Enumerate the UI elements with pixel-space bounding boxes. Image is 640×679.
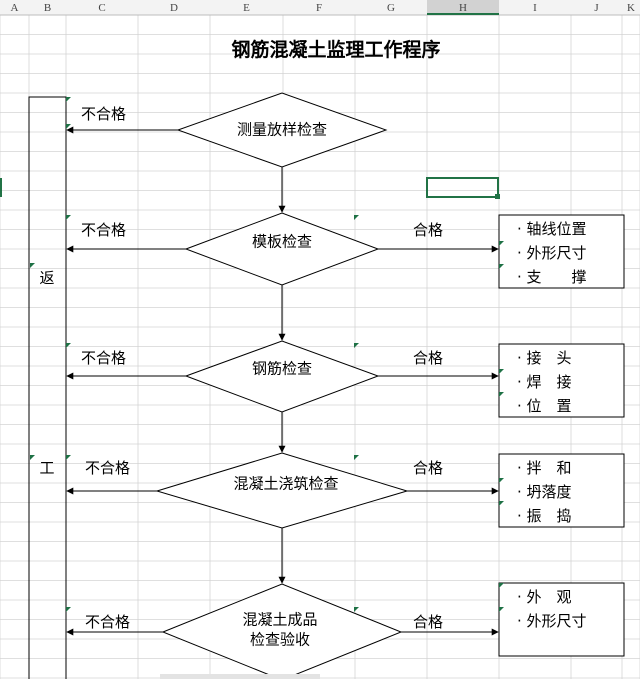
- pass-label-2: 合格: [413, 221, 443, 239]
- check-box-formwork: [498, 214, 625, 289]
- step-rebar-label: 钢筋检查: [252, 360, 312, 378]
- column-header-e[interactable]: E: [243, 2, 250, 14]
- pass-label-4: 合格: [413, 459, 443, 477]
- check-item: · 振 捣: [517, 507, 572, 525]
- fail-label-3: 不合格: [81, 349, 126, 367]
- column-header-f[interactable]: F: [316, 2, 322, 14]
- column-header-h[interactable]: H: [459, 2, 467, 14]
- check-item: · 接 头: [517, 349, 572, 367]
- check-box-finished: [498, 582, 625, 657]
- column-header-selected-underline: [427, 13, 499, 15]
- column-header-k[interactable]: K: [627, 2, 635, 14]
- horizontal-scrollbar[interactable]: [160, 674, 320, 679]
- diamond-measure: [176, 92, 388, 168]
- pass-label-5: 合格: [413, 613, 443, 631]
- return-label-2: 工: [39, 459, 54, 477]
- fail-label-5: 不合格: [85, 613, 130, 631]
- chart-title: 钢筋混凝土监理工作程序: [231, 38, 440, 61]
- check-box-pour: [498, 453, 625, 528]
- pass-label-3: 合格: [413, 349, 443, 367]
- step-finished-label-2: 检查验收: [250, 631, 310, 649]
- fail-label-2: 不合格: [81, 221, 126, 239]
- selection-fill-handle[interactable]: [495, 194, 500, 199]
- check-item: · 外形尺寸: [517, 244, 587, 262]
- row-indicator: [0, 178, 2, 197]
- column-header-g[interactable]: G: [387, 2, 395, 14]
- check-item: · 位 置: [517, 397, 572, 415]
- check-item: · 拌 和: [517, 459, 572, 477]
- step-formwork-label: 模板检查: [252, 233, 312, 251]
- check-item: · 轴线位置: [517, 220, 587, 238]
- step-pour-label: 混凝土浇筑检查: [233, 475, 338, 493]
- step-measure-label: 测量放样检查: [237, 121, 327, 139]
- selected-cell[interactable]: [426, 177, 499, 198]
- check-item: · 坍落度: [517, 483, 572, 501]
- column-header-i[interactable]: I: [533, 2, 537, 14]
- check-item: · 外 观: [517, 588, 572, 606]
- step-finished-label: 混凝土成品: [242, 611, 317, 629]
- column-header-d[interactable]: D: [170, 2, 178, 14]
- column-header-bar: A B C D E F G H I J K: [0, 0, 640, 16]
- check-item: · 焊 接: [517, 373, 572, 391]
- column-header-c[interactable]: C: [98, 2, 105, 14]
- check-item: · 支 撑: [517, 268, 587, 286]
- comment-markers: [30, 97, 504, 612]
- column-header-selected-bg: [427, 0, 499, 15]
- return-box: [28, 96, 67, 679]
- column-header-a[interactable]: A: [11, 2, 19, 14]
- check-box-rebar: [498, 343, 625, 418]
- column-header-b[interactable]: B: [44, 2, 51, 14]
- fail-label-4: 不合格: [85, 459, 130, 477]
- fail-label-1: 不合格: [81, 105, 126, 123]
- column-header-j[interactable]: J: [594, 2, 599, 14]
- return-label-1: 返: [39, 269, 54, 287]
- check-item: · 外形尺寸: [517, 612, 587, 630]
